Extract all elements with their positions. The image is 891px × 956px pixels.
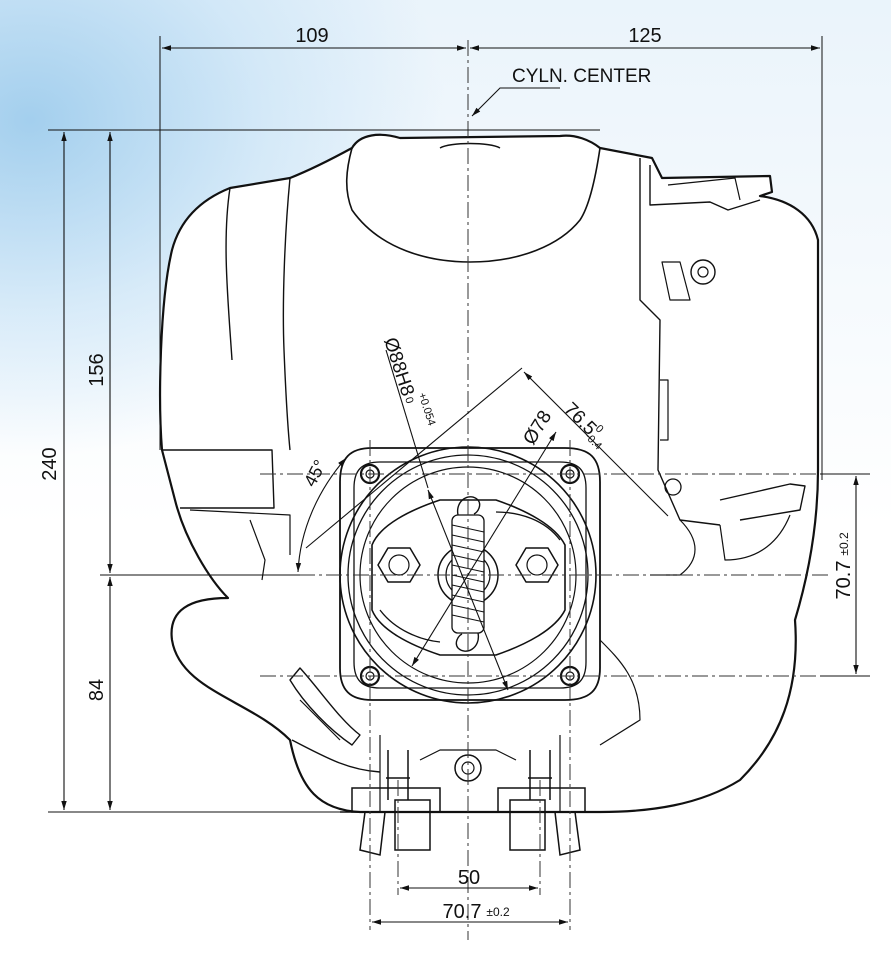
dim-width-right: 125 — [628, 25, 661, 47]
dim-lower-height: 84 — [86, 679, 108, 701]
dim-bolt-vertical-tol: ±0.2 — [837, 532, 851, 556]
dim-upper-height: 156 — [86, 353, 108, 386]
cylinder-center-label: CYLN. CENTER — [512, 66, 651, 87]
engine-outline — [159, 133, 820, 814]
dim-bolt-horizontal-tol: ±0.2 — [486, 905, 510, 919]
dim-bolt-horizontal-value: 70.7 — [443, 901, 482, 923]
dim-mount-spacing: 50 — [458, 867, 480, 889]
dim-bolt-vertical-value: 70.7 — [833, 561, 855, 600]
dim-bolt-vertical: 70.7 ±0.2 — [833, 532, 855, 599]
dimension-lines — [61, 45, 859, 925]
dim-pilot-tol-lower: 0 — [402, 396, 415, 406]
extension-lines — [48, 36, 870, 813]
mounting-feet — [340, 750, 600, 856]
dim-width-left: 109 — [295, 25, 328, 47]
dim-total-height: 240 — [39, 447, 61, 480]
